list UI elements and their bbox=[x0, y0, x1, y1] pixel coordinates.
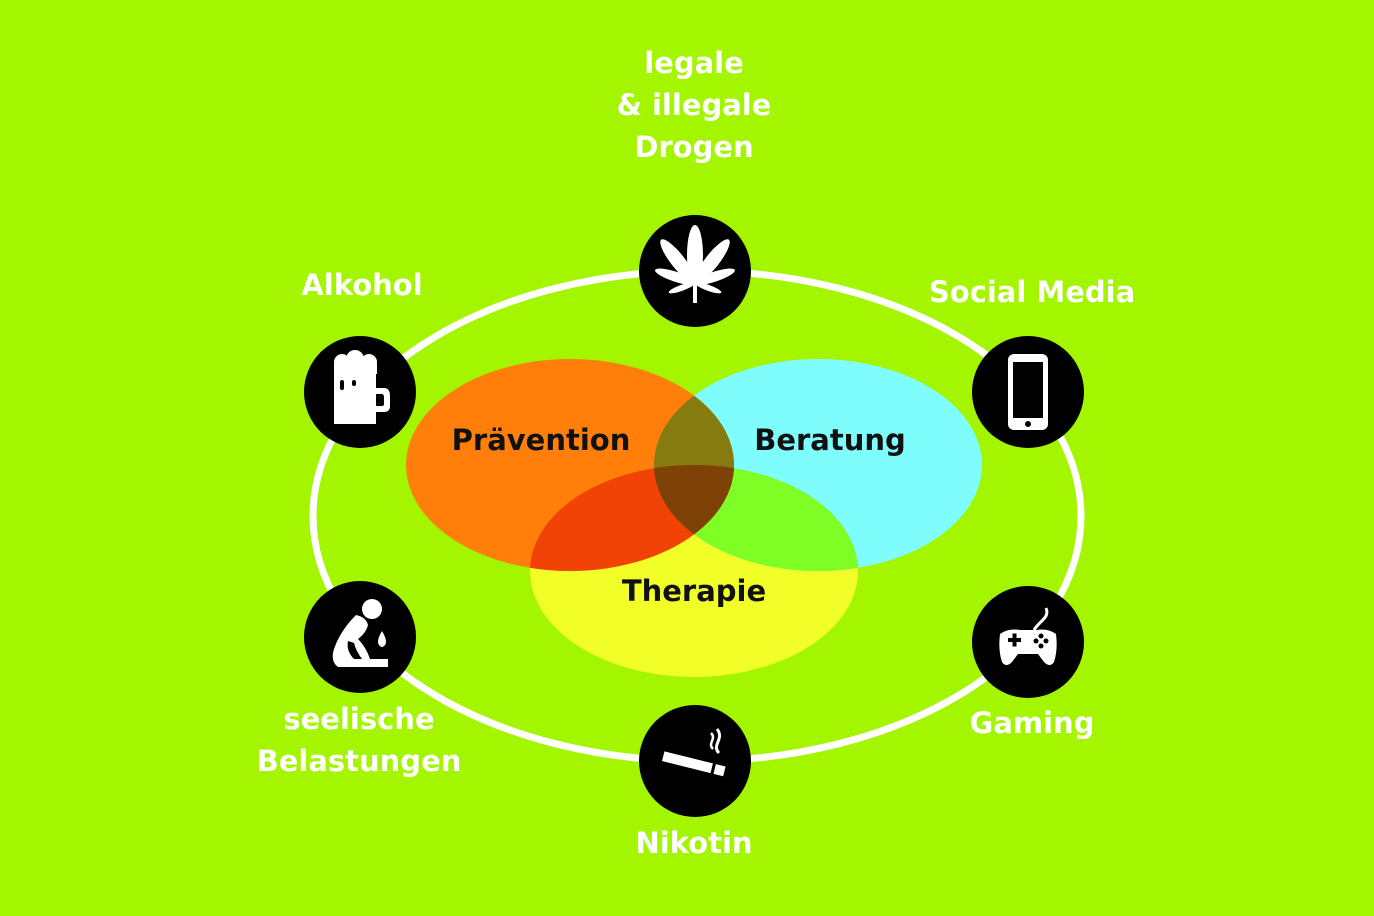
venn-overlap-praevention-therapie bbox=[530, 465, 734, 571]
venn-overlap-beratung-therapie bbox=[654, 465, 858, 571]
label-social-media: Social Media bbox=[902, 271, 1162, 313]
smartphone-icon bbox=[972, 336, 1084, 448]
gamepad-icon bbox=[972, 586, 1084, 698]
label-line: seelische bbox=[283, 702, 435, 736]
label-line: legale bbox=[644, 46, 744, 80]
label-gaming: Gaming bbox=[932, 702, 1132, 744]
venn-label-praevention: Prävention bbox=[451, 423, 631, 457]
label-legale-illegale-drogen: legale & illegale Drogen bbox=[574, 42, 814, 168]
venn-label-beratung: Beratung bbox=[754, 423, 906, 457]
cannabis-leaf-icon bbox=[639, 215, 751, 327]
label-line: Drogen bbox=[634, 130, 754, 164]
label-line: Alkohol bbox=[301, 268, 423, 302]
cigarette-icon bbox=[639, 705, 751, 817]
label-line: Belastungen bbox=[256, 744, 462, 778]
venn-label-therapie: Therapie bbox=[621, 574, 767, 608]
label-line: Nikotin bbox=[635, 826, 753, 860]
label-alkohol: Alkohol bbox=[262, 264, 462, 306]
distressed-person-icon bbox=[304, 581, 416, 693]
label-nikotin: Nikotin bbox=[594, 822, 794, 864]
label-line: & illegale bbox=[616, 88, 772, 122]
label-line: Social Media bbox=[928, 275, 1136, 309]
label-seelische-belastungen: seelische Belastungen bbox=[229, 698, 489, 782]
label-line: Gaming bbox=[969, 706, 1095, 740]
beer-mug-icon bbox=[304, 336, 416, 448]
